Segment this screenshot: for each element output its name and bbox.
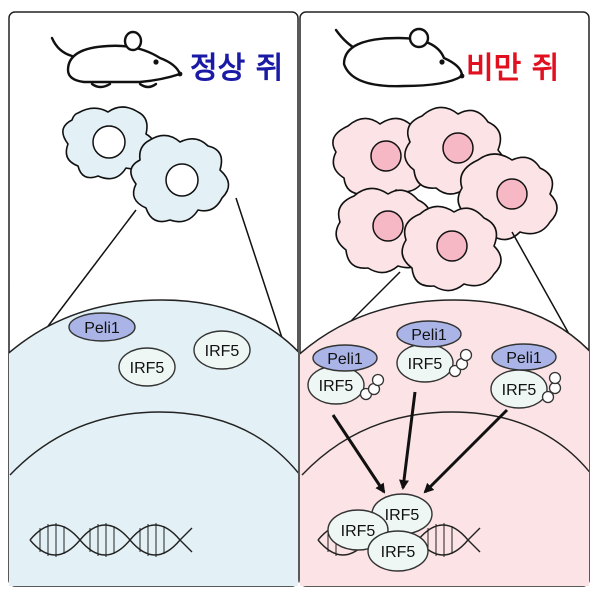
ubiquitin-chain	[541, 371, 562, 404]
translocation-arrow	[331, 414, 386, 494]
normal-dna-helix	[29, 523, 193, 557]
normal-irf5-protein	[193, 330, 251, 370]
normal-cell-nucleus	[165, 163, 199, 197]
obese-cell-nuclei	[370, 132, 528, 262]
normal-zoom-line	[235, 197, 287, 351]
obese-nucleus-boundary	[301, 411, 589, 476]
normal-irf5-label: IRF5	[205, 343, 240, 360]
complex-peli1-label: Peli1	[506, 350, 542, 367]
normal-irf5-label: IRF5	[130, 360, 165, 377]
complex-peli1-label: Peli1	[327, 351, 363, 368]
complex-irf5-label: IRF5	[319, 378, 354, 395]
normal-cell-nucleus	[92, 125, 126, 159]
obese-cell-nucleus	[436, 230, 468, 262]
peli1-irf5-complex: IRF5 Peli1	[396, 320, 473, 383]
normal-mouse-title: 정상 쥐	[190, 51, 283, 86]
ubiquitin-chain	[448, 348, 473, 378]
obese-zoom-line	[511, 231, 579, 351]
nuclear-irf5-label: IRF5	[381, 544, 416, 561]
complex-irf5-label: IRF5	[502, 382, 537, 399]
nuclear-irf5-label: IRF5	[385, 507, 420, 524]
obese-cell-nucleus	[372, 210, 404, 242]
obese-mouse-icon	[334, 27, 465, 88]
complex-peli1-label: Peli1	[411, 327, 447, 344]
peli1-irf5-complex: IRF5 Peli1	[490, 343, 562, 409]
nuclear-irf5-label: IRF5	[341, 523, 376, 540]
obese-cell-nucleus	[442, 132, 474, 164]
normal-nucleus-boundary	[9, 411, 298, 476]
normal-mouse-panel: 정상 쥐	[8, 11, 299, 587]
peli1-irf5-complex: IRF5 Peli1	[307, 344, 385, 405]
obese-cell-nucleus	[370, 140, 402, 172]
nuclear-irf5-cluster: IRF5 IRF5 IRF5	[327, 493, 433, 572]
obese-mouse-panel: 비만 쥐	[299, 11, 590, 587]
normal-enlarged-cell	[9, 299, 298, 586]
normal-peli1-label: Peli1	[84, 320, 120, 337]
normal-cell-nuclei	[92, 125, 199, 197]
normal-irf5-protein	[118, 347, 176, 387]
obese-mouse-title: 비만 쥐	[466, 51, 559, 86]
normal-peli1-protein	[68, 312, 136, 342]
complex-irf5-label: IRF5	[408, 356, 443, 373]
obese-cell-nucleus	[496, 178, 528, 210]
translocation-arrow	[423, 408, 509, 494]
ubiquitin-chain	[359, 373, 385, 401]
normal-mouse-icon	[50, 30, 183, 89]
translocation-arrow	[399, 391, 417, 490]
